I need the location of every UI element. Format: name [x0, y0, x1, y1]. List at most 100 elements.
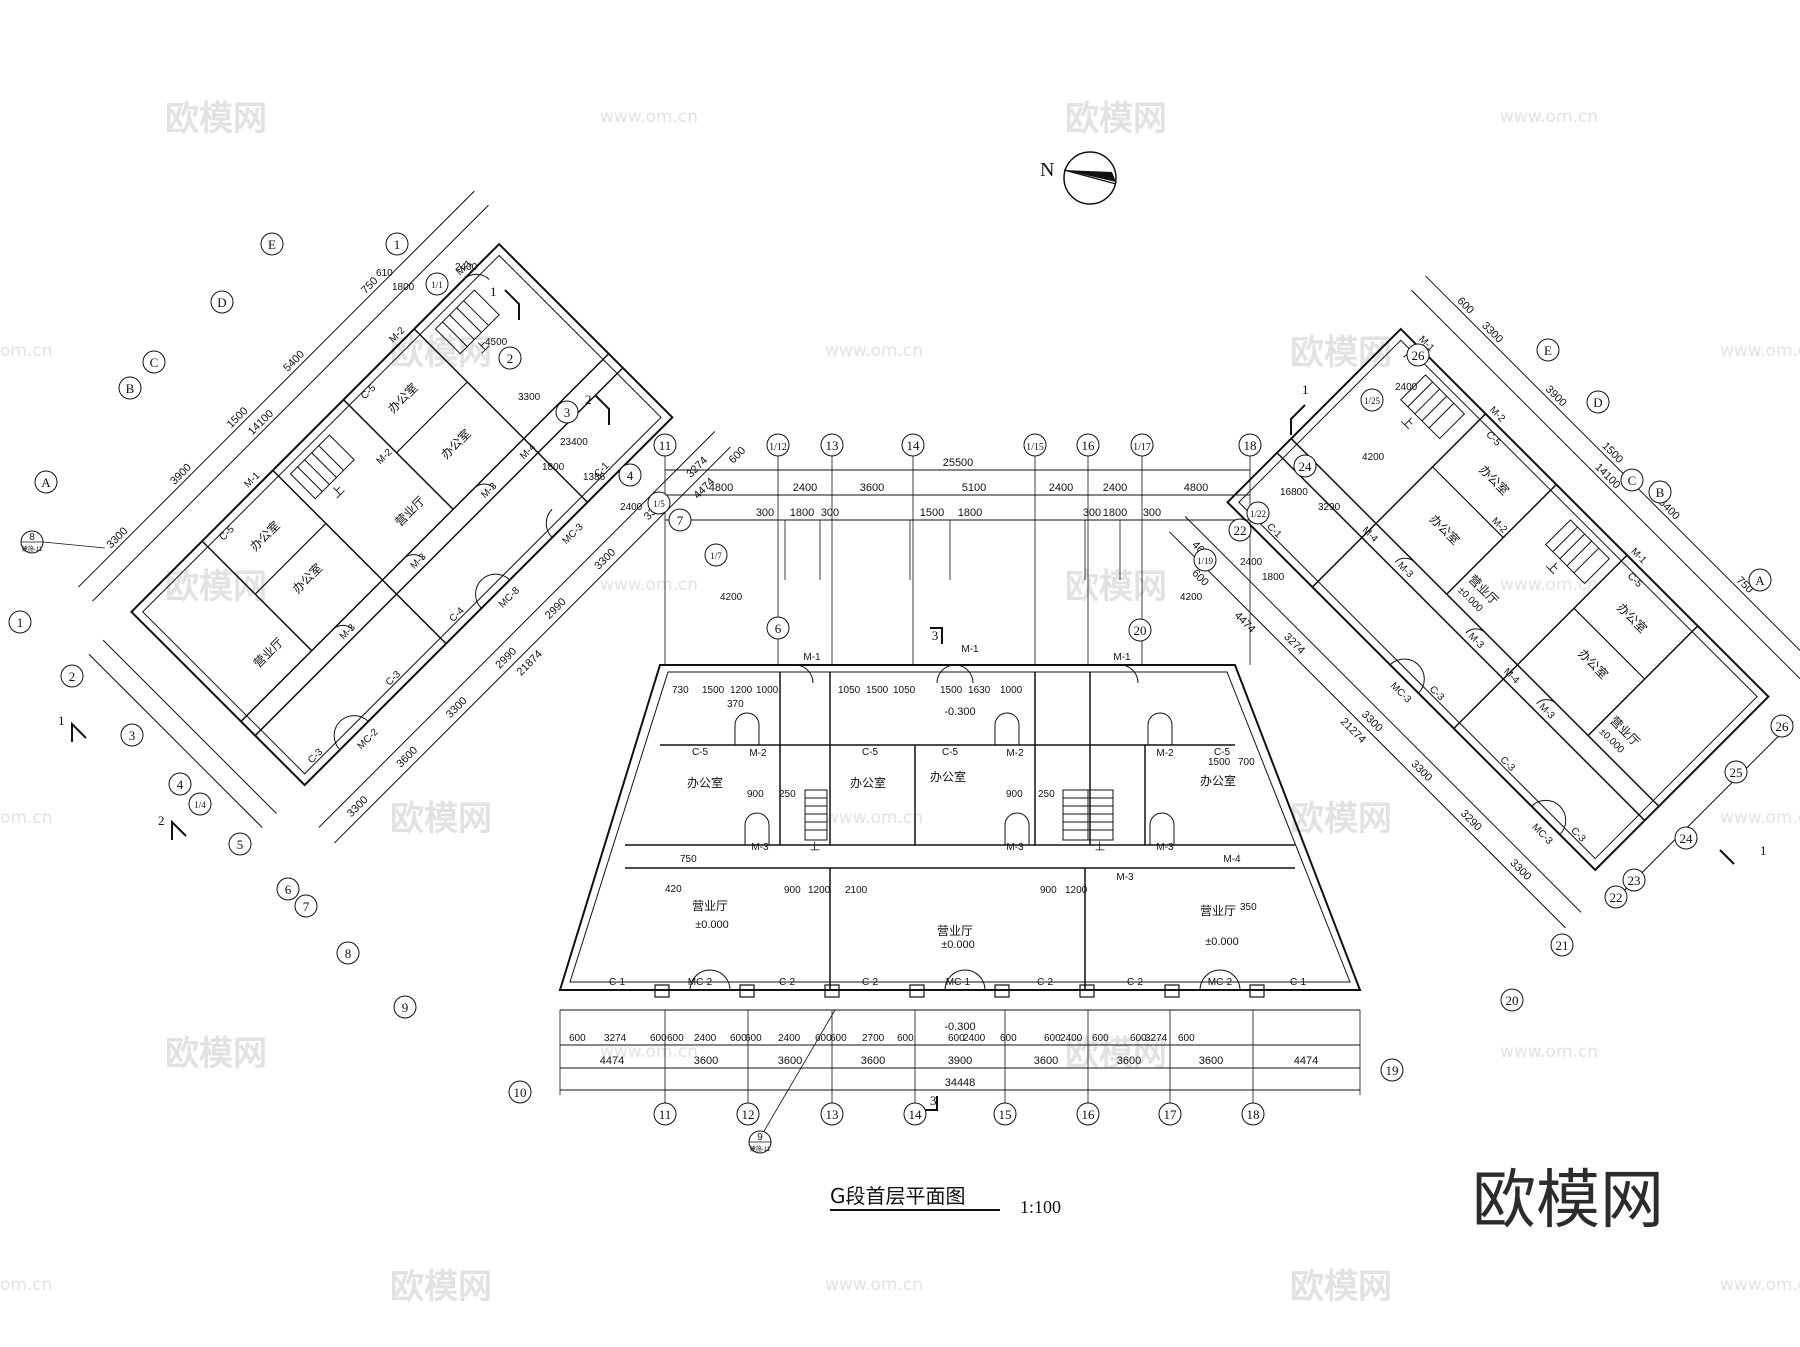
section-mark: 2: [585, 392, 592, 407]
dim: 1500: [702, 685, 725, 696]
central-room-labels: 办公室 办公室 办公室 办公室 营业厅 ±0.000 营业厅 ±0.000 营业…: [687, 706, 1239, 951]
dim: 300: [1083, 507, 1101, 519]
dim: 1200: [1065, 885, 1088, 896]
watermark-site: www.om.cn: [600, 1042, 698, 1062]
dim: 600: [948, 1033, 965, 1044]
dim: 3900: [1543, 383, 1569, 409]
axis-label: 3: [564, 405, 571, 420]
dim: 1800: [392, 282, 415, 293]
dim: 600: [650, 1033, 667, 1044]
axis-label: 1/7: [710, 551, 722, 561]
axis-label: 1/1: [431, 280, 443, 290]
dim: 4200: [1362, 452, 1385, 463]
room-office: 办公室: [687, 775, 723, 790]
door-tag: M-3: [1006, 842, 1024, 853]
detail-sheet: 建施-11: [750, 1145, 771, 1153]
room-office: 办公室: [438, 426, 474, 462]
dim: 23400: [560, 437, 588, 448]
detail-sheet: 建施-11: [22, 545, 43, 553]
watermark-brand: 欧模网: [165, 567, 267, 607]
dim: 600: [1092, 1033, 1109, 1044]
stair-up: 上: [1095, 841, 1105, 853]
dim: 2400: [620, 502, 643, 513]
dim: 1800: [790, 507, 814, 519]
dim: 4474: [600, 1055, 624, 1067]
window-tag: C-2: [1037, 977, 1054, 988]
axis-label: C: [150, 355, 159, 370]
dim: 3300: [518, 392, 541, 403]
section-mark: 1: [1302, 382, 1309, 397]
axis-label: 21: [1556, 938, 1569, 953]
watermark-site: om.cn: [0, 1275, 53, 1295]
dim: 600: [815, 1033, 832, 1044]
dim: 2100: [845, 885, 868, 896]
dim: 600: [1454, 295, 1475, 316]
axis-label: 9: [402, 1000, 409, 1015]
dim: 3600: [1117, 1055, 1141, 1067]
axis-label: 24: [1680, 831, 1694, 846]
axis-label: 26: [1412, 348, 1426, 363]
dim: 420: [665, 884, 682, 895]
room-office: 办公室: [930, 769, 966, 784]
detail-reference: 9 建施-11: [748, 1009, 836, 1154]
door-tag: M-4: [1501, 666, 1521, 686]
drawing-scale: 1:100: [1020, 1197, 1061, 1217]
section-mark: 1: [58, 713, 65, 728]
dim: 2400: [1395, 382, 1418, 393]
section-mark: 2: [158, 813, 165, 828]
dim: 250: [1038, 789, 1055, 800]
level-mark: ±0.000: [941, 939, 975, 951]
axis-label: D: [1593, 395, 1602, 410]
axis-label: 19: [1386, 1063, 1399, 1078]
dim: 3290: [1318, 502, 1341, 513]
door-tag: M-4: [1223, 854, 1241, 865]
room-office: 办公室: [289, 560, 325, 596]
section-mark: 3: [932, 628, 939, 643]
door-tag: M-4: [518, 442, 538, 462]
axis-label: 7: [303, 899, 310, 914]
dim: 600: [667, 1033, 684, 1044]
window-tag: C-3: [384, 669, 403, 688]
window-tag: C-5: [942, 747, 959, 758]
axis-label: 4: [177, 777, 184, 792]
room-hall: 营业厅: [392, 494, 427, 529]
left-wing-top-dims: 2400 4500 3300 23400 2400 4200 610 1800 …: [376, 262, 743, 603]
watermark-brand: 欧模网: [390, 1267, 492, 1307]
central-inner-dims: 730 1500 1200 1000 1050 1500 1050 1500 1…: [665, 685, 1257, 913]
top-dimension-chain: [664, 445, 1251, 665]
dim: 900: [784, 885, 801, 896]
watermark-site: www.om.cn: [1720, 808, 1800, 828]
dim: 1500: [1599, 440, 1625, 466]
window-tag: C-3: [1568, 825, 1587, 844]
watermark-brand: 欧模网: [1065, 567, 1167, 607]
dim: 600: [1130, 1033, 1147, 1044]
level-mark: ±0.000: [695, 919, 729, 931]
dim: 3600: [694, 1055, 718, 1067]
axis-label: 11: [659, 438, 672, 453]
door-tag: M-1: [1628, 546, 1648, 566]
dim: 370: [727, 699, 744, 710]
axis-label: 16: [1082, 1107, 1096, 1122]
watermark-site: www.om.cn: [600, 107, 698, 127]
axis-label: 12: [742, 1107, 755, 1122]
axis-label: 25: [1730, 765, 1743, 780]
section-mark: 1: [490, 284, 497, 299]
door-tag: M-2: [1487, 405, 1507, 425]
window-tag: C-5: [218, 524, 237, 543]
drawing-title: G段首层平面图: [830, 1184, 966, 1208]
dim: 900: [1040, 885, 1057, 896]
watermark-brand: 欧模网: [390, 799, 492, 839]
watermark-site: www.om.cn: [1720, 1275, 1800, 1295]
dim: 300: [821, 507, 839, 519]
dim: 730: [672, 685, 689, 696]
watermark-site: om.cn: [0, 808, 53, 828]
dim: 3600: [778, 1055, 802, 1067]
dim: 600: [830, 1033, 847, 1044]
dim-overall: 25500: [943, 457, 974, 469]
door-tag: M-2: [1006, 748, 1024, 759]
dim: 3300: [105, 525, 131, 551]
dim: 4474: [1232, 610, 1258, 636]
axis-label: 8: [345, 946, 352, 961]
axis-label: 1/15: [1026, 442, 1044, 453]
